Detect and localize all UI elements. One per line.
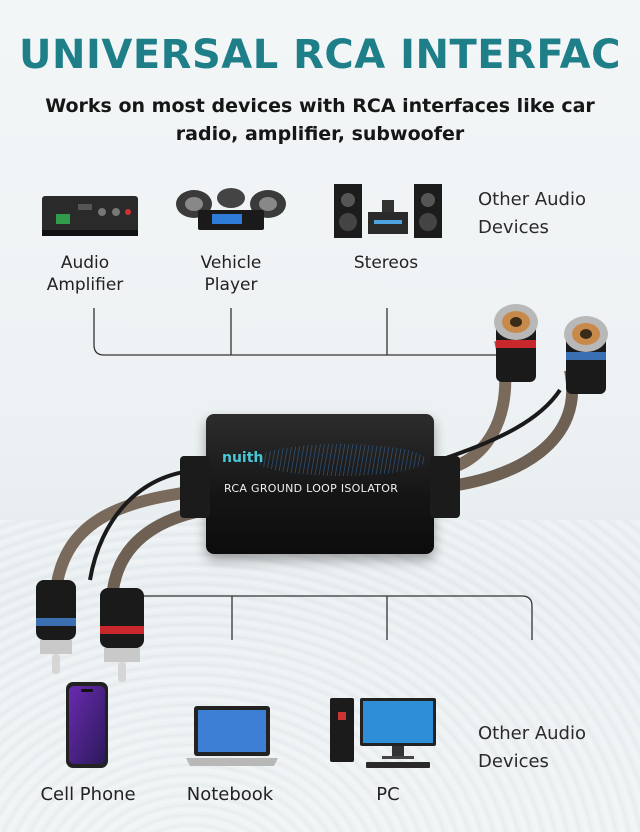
rca-jack-blue — [564, 316, 608, 394]
page-subtitle: Works on most devices with RCA interface… — [45, 95, 595, 145]
wave-pattern — [256, 444, 426, 476]
top-other-audio-devices: Other Audio Devices — [478, 189, 586, 238]
rca-jack-red — [494, 304, 538, 382]
device-label-stereos: Stereos — [353, 253, 419, 273]
box-flange-right — [430, 456, 460, 518]
rca-plug-blue — [36, 580, 76, 674]
device-label-vehicle-player: Vehicle Player — [200, 253, 262, 295]
notebook-icon — [186, 706, 278, 766]
rca-plug-red — [100, 588, 144, 682]
device-label-notebook: Notebook — [186, 784, 274, 805]
brand-logo: nuith — [222, 450, 264, 466]
device-label-audio-amplifier: Audio Amplifier — [46, 253, 124, 295]
stereo-icon — [334, 184, 442, 238]
ground-loop-isolator: nuith RCA GROUND LOOP ISOLATOR — [180, 414, 460, 554]
pc-icon — [330, 698, 436, 768]
background-waves — [0, 520, 640, 832]
audio-amplifier-icon — [42, 196, 138, 236]
product-name: RCA GROUND LOOP ISOLATOR — [224, 482, 399, 495]
page-title: UNIVERSAL RCA INTERFAC — [19, 32, 621, 78]
vehicle-player-icon — [176, 188, 286, 230]
box-flange-left — [180, 456, 210, 518]
device-label-pc: PC — [376, 784, 400, 805]
cell-phone-icon — [66, 682, 108, 768]
device-label-cell-phone: Cell Phone — [40, 784, 136, 805]
bottom-other-audio-devices: Other Audio Devices — [478, 723, 586, 772]
